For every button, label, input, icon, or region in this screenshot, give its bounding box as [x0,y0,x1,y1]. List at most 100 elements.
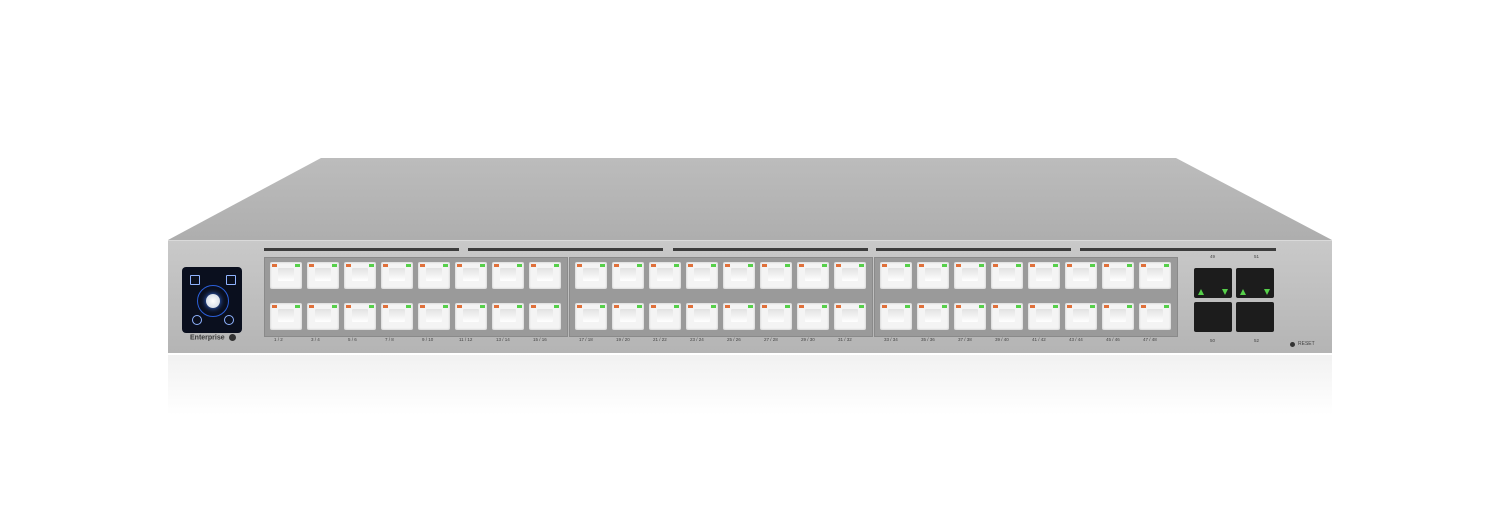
port-label: 43 / 44 [1069,337,1083,342]
port-jack [389,309,405,322]
port-jack [426,309,442,322]
ethernet-port[interactable] [1139,262,1171,289]
port-led-amber [614,264,619,267]
port-label: 13 / 14 [496,337,510,342]
ethernet-port[interactable] [880,303,912,330]
ethernet-port[interactable] [529,303,561,330]
port-led-green [1016,264,1021,267]
sfp-port[interactable] [1236,302,1274,332]
port-led-amber [1030,305,1035,308]
port-led-amber [457,264,462,267]
ethernet-port[interactable] [529,262,561,289]
sfp-port[interactable] [1236,268,1274,298]
port-jack [805,268,821,281]
ethernet-port[interactable] [381,262,413,289]
ethernet-port[interactable] [686,303,718,330]
ethernet-port[interactable] [307,262,339,289]
port-led-green [517,305,522,308]
ethernet-port[interactable] [1139,303,1171,330]
port-jack [1147,268,1163,281]
port-led-green [406,305,411,308]
port-label: 47 / 48 [1143,337,1157,342]
ethernet-port[interactable] [723,262,755,289]
ethernet-port[interactable] [270,262,302,289]
port-jack [1073,309,1089,322]
port-led-amber [688,305,693,308]
port-led-amber [956,305,961,308]
ethernet-port[interactable] [649,262,681,289]
ethernet-port[interactable] [1102,303,1134,330]
surface-reflection [168,355,1332,415]
ethernet-port[interactable] [686,262,718,289]
ethernet-port[interactable] [575,303,607,330]
port-led-amber [799,264,804,267]
ethernet-port[interactable] [760,262,792,289]
port-jack [1073,268,1089,281]
ethernet-port[interactable] [723,303,755,330]
port-led-green [480,264,485,267]
ethernet-port[interactable] [917,303,949,330]
port-led-green [443,305,448,308]
sfp-port[interactable] [1194,268,1232,298]
port-label: 17 / 18 [579,337,593,342]
ethernet-port[interactable] [1065,262,1097,289]
ethernet-port[interactable] [1065,303,1097,330]
switch-front-panel: Enterprise 1 / 2 3 / 4 5 / 6 7 / 8 9 / 1… [168,240,1332,353]
ethernet-port[interactable] [307,303,339,330]
ethernet-port[interactable] [612,303,644,330]
ethernet-port[interactable] [649,303,681,330]
sfp-ports: 49 51 50 52 [1192,254,1277,343]
ethernet-port[interactable] [797,262,829,289]
ethernet-port[interactable] [418,303,450,330]
activity-down-icon [1222,289,1228,295]
ethernet-port[interactable] [1028,262,1060,289]
port-led-green [711,305,716,308]
port-jack [768,268,784,281]
ethernet-port[interactable] [1028,303,1060,330]
sfp-port[interactable] [1194,302,1232,332]
port-led-green [517,264,522,267]
ethernet-port[interactable] [991,303,1023,330]
reset-button[interactable] [1290,342,1295,347]
ethernet-port[interactable] [797,303,829,330]
ethernet-port[interactable] [880,262,912,289]
port-led-amber [577,264,582,267]
ethernet-port[interactable] [492,262,524,289]
ethernet-port[interactable] [954,303,986,330]
ethernet-port[interactable] [418,262,450,289]
ethernet-port[interactable] [344,303,376,330]
port-jack [463,268,479,281]
ethernet-port[interactable] [834,303,866,330]
port-led-amber [993,305,998,308]
port-group-bar [468,248,663,251]
ethernet-port[interactable] [344,262,376,289]
port-led-amber [272,264,277,267]
ethernet-port[interactable] [954,262,986,289]
ethernet-port[interactable] [760,303,792,330]
port-led-amber [309,305,314,308]
ethernet-port[interactable] [612,262,644,289]
ethernet-port[interactable] [575,262,607,289]
port-jack [620,268,636,281]
port-led-green [942,305,947,308]
activity-up-icon [1240,289,1246,295]
port-led-amber [919,264,924,267]
ethernet-port[interactable] [270,303,302,330]
ethernet-port[interactable] [455,262,487,289]
touch-display[interactable] [182,267,242,333]
ethernet-port[interactable] [381,303,413,330]
port-led-amber [882,264,887,267]
port-jack [278,309,294,322]
port-led-green [600,264,605,267]
ethernet-port[interactable] [492,303,524,330]
brand-label: Enterprise [190,334,236,341]
ethernet-port[interactable] [917,262,949,289]
ethernet-port[interactable] [991,262,1023,289]
ethernet-port[interactable] [834,262,866,289]
port-led-green [785,264,790,267]
ethernet-port[interactable] [455,303,487,330]
ethernet-port[interactable] [1102,262,1134,289]
port-led-green [1053,305,1058,308]
port-jack [805,309,821,322]
